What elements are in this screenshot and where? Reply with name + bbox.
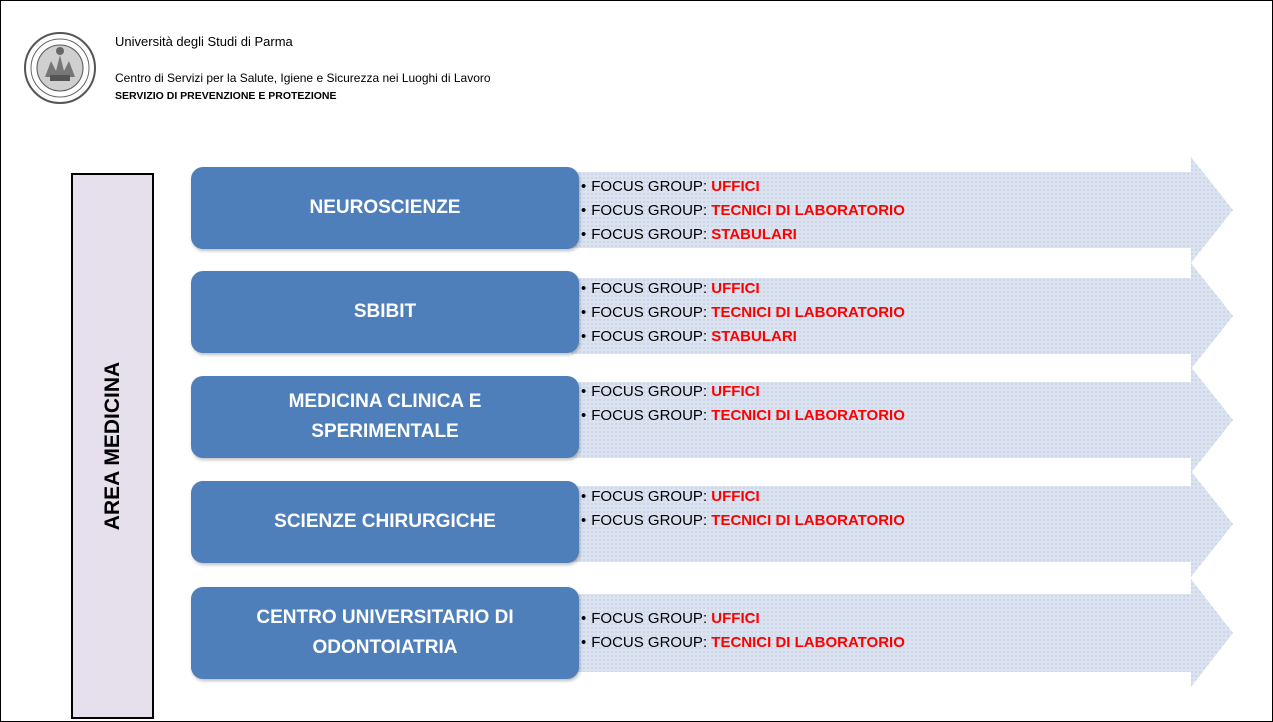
department-box: SCIENZE CHIRURGICHE [191, 481, 579, 563]
focus-group-prefix: FOCUS GROUP: [591, 280, 712, 297]
focus-group-item: FOCUS GROUP: STABULARI [581, 325, 905, 349]
focus-group-value: STABULARI [711, 226, 797, 243]
department-row: CENTRO UNIVERSITARIO DI ODONTOIATRIA FOCU… [191, 579, 1241, 687]
department-row: NEUROSCIENZEFOCUS GROUP: UFFICIFOCUS GRO… [191, 157, 1241, 263]
department-row: SCIENZE CHIRURGICHEFOCUS GROUP: UFFICIFO… [191, 471, 1241, 577]
center-name: Centro di Servizi per la Salute, Igiene … [115, 71, 491, 85]
department-box: NEUROSCIENZE [191, 167, 579, 249]
focus-group-value: TECNICI DI LABORATORIO [711, 512, 905, 529]
focus-group-value: UFFICI [711, 178, 760, 195]
focus-group-value: STABULARI [711, 328, 797, 345]
department-row: MEDICINA CLINICA E SPERIMENTALE FOCUS GRO… [191, 367, 1241, 473]
focus-group-prefix: FOCUS GROUP: [591, 328, 712, 345]
focus-group-list: FOCUS GROUP: UFFICIFOCUS GROUP: TECNICI … [581, 175, 905, 247]
focus-group-value: UFFICI [711, 488, 760, 505]
focus-group-prefix: FOCUS GROUP: [591, 488, 712, 505]
focus-group-prefix: FOCUS GROUP: [591, 610, 712, 627]
focus-group-item: FOCUS GROUP: STABULARI [581, 223, 905, 247]
department-name: NEUROSCIENZE [309, 197, 461, 218]
department-box: CENTRO UNIVERSITARIO DI ODONTOIATRIA [191, 587, 579, 679]
focus-group-value: UFFICI [711, 610, 760, 627]
focus-group-value: UFFICI [711, 280, 760, 297]
department-name: SBIBIT [353, 301, 417, 322]
focus-group-prefix: FOCUS GROUP: [591, 407, 712, 424]
focus-group-list: FOCUS GROUP: UFFICIFOCUS GROUP: TECNICI … [581, 277, 905, 349]
focus-group-item: FOCUS GROUP: UFFICI [581, 607, 905, 631]
department-name: CENTRO UNIVERSITARIO DI ODONTOIATRIA [256, 607, 514, 658]
focus-group-prefix: FOCUS GROUP: [591, 304, 712, 321]
focus-group-item: FOCUS GROUP: TECNICI DI LABORATORIO [581, 199, 905, 223]
focus-group-list: FOCUS GROUP: UFFICIFOCUS GROUP: TECNICI … [581, 380, 905, 428]
focus-group-value: TECNICI DI LABORATORIO [711, 304, 905, 321]
focus-group-value: TECNICI DI LABORATORIO [711, 634, 905, 651]
focus-group-item: FOCUS GROUP: TECNICI DI LABORATORIO [581, 404, 905, 428]
university-seal-logo [24, 32, 96, 104]
focus-group-item: FOCUS GROUP: TECNICI DI LABORATORIO [581, 509, 905, 533]
department-box: MEDICINA CLINICA E SPERIMENTALE [191, 376, 579, 458]
focus-group-prefix: FOCUS GROUP: [591, 383, 712, 400]
focus-group-value: TECNICI DI LABORATORIO [711, 202, 905, 219]
focus-group-value: TECNICI DI LABORATORIO [711, 407, 905, 424]
focus-group-list: FOCUS GROUP: UFFICIFOCUS GROUP: TECNICI … [581, 485, 905, 533]
focus-group-prefix: FOCUS GROUP: [591, 202, 712, 219]
focus-group-prefix: FOCUS GROUP: [591, 226, 712, 243]
area-box: AREA MEDICINA [71, 173, 154, 719]
service-name: SERVIZIO DI PREVENZIONE E PROTEZIONE [115, 90, 337, 102]
focus-group-item: FOCUS GROUP: UFFICI [581, 277, 905, 301]
focus-group-prefix: FOCUS GROUP: [591, 634, 712, 651]
focus-group-list: FOCUS GROUP: UFFICIFOCUS GROUP: TECNICI … [581, 607, 905, 655]
department-box: SBIBIT [191, 271, 579, 353]
focus-group-item: FOCUS GROUP: TECNICI DI LABORATORIO [581, 301, 905, 325]
focus-group-item: FOCUS GROUP: UFFICI [581, 175, 905, 199]
area-label: AREA MEDICINA [100, 361, 124, 531]
focus-group-item: FOCUS GROUP: TECNICI DI LABORATORIO [581, 631, 905, 655]
focus-group-value: UFFICI [711, 383, 760, 400]
university-name: Università degli Studi di Parma [115, 34, 293, 49]
focus-group-item: FOCUS GROUP: UFFICI [581, 380, 905, 404]
department-name: SCIENZE CHIRURGICHE [274, 511, 496, 532]
focus-group-item: FOCUS GROUP: UFFICI [581, 485, 905, 509]
department-name: MEDICINA CLINICA E SPERIMENTALE [288, 391, 482, 442]
department-row: SBIBITFOCUS GROUP: UFFICIFOCUS GROUP: TE… [191, 263, 1241, 369]
focus-group-prefix: FOCUS GROUP: [591, 178, 712, 195]
focus-group-prefix: FOCUS GROUP: [591, 512, 712, 529]
